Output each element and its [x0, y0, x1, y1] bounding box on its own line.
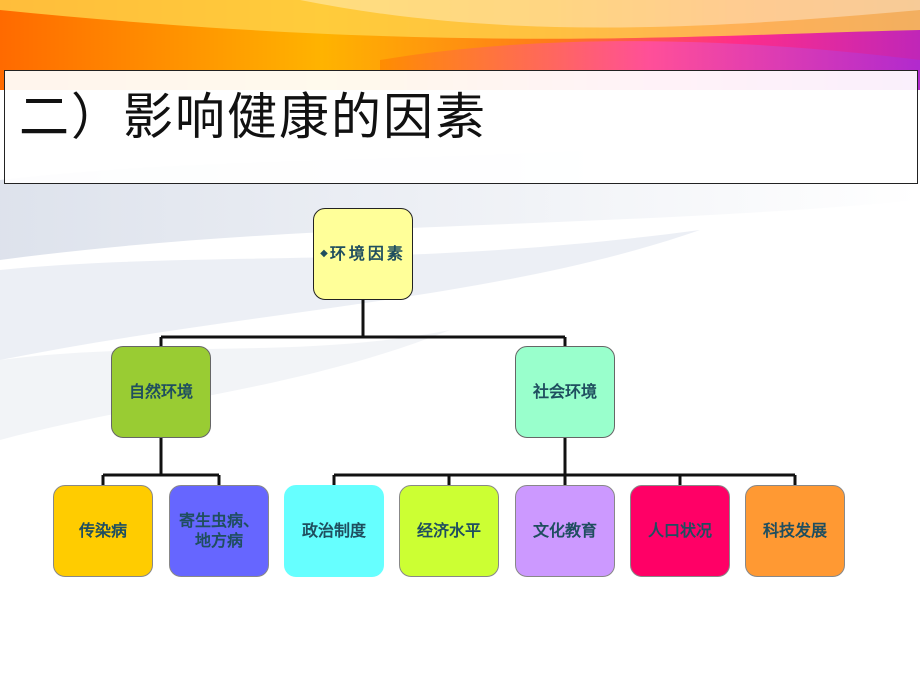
node-label: 人口状况 — [647, 521, 712, 540]
node-parasitic-endemic-disease: 寄生虫病、 地方病 — [169, 485, 269, 577]
node-label: 自然环境 — [128, 382, 193, 401]
node-economic-level: 经济水平 — [399, 485, 499, 577]
bullet-diamond-icon: ◆ — [320, 248, 328, 259]
slide-title-box: 二）影响健康的因素 — [4, 70, 918, 184]
node-label: 社会环境 — [532, 382, 597, 401]
node-label: 传染病 — [78, 521, 127, 540]
node-label: 科技发展 — [762, 521, 827, 540]
node-label-line2: 地方病 — [194, 531, 243, 550]
node-environment-factors: ◆环境因素 — [313, 208, 413, 300]
slide-title: 二）影响健康的因素 — [19, 88, 487, 146]
node-label: 经济水平 — [416, 521, 481, 540]
node-label: 环境因素 — [329, 244, 406, 263]
node-label-line1: 寄生虫病、 — [178, 511, 259, 530]
node-social-environment: 社会环境 — [515, 346, 615, 438]
node-label: 文化教育 — [532, 521, 597, 540]
node-technology-development: 科技发展 — [745, 485, 845, 577]
node-infectious-disease: 传染病 — [53, 485, 153, 577]
node-culture-education: 文化教育 — [515, 485, 615, 577]
node-political-system: 政治制度 — [284, 485, 384, 577]
node-natural-environment: 自然环境 — [111, 346, 211, 438]
node-label: 政治制度 — [301, 521, 366, 540]
node-population-status: 人口状况 — [630, 485, 730, 577]
